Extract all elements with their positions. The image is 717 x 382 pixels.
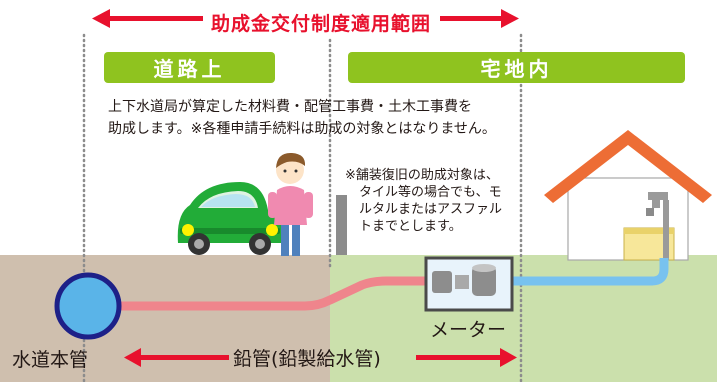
lead-pipe-arrow-right — [416, 348, 517, 367]
new-pipe-shape — [500, 258, 669, 286]
meter-box — [424, 256, 514, 312]
pavement-note: ※舗装復旧の助成対象は、 タイル等の場合でも、モ ルタルまたはアスファル トまで… — [345, 167, 505, 235]
pavement-note-line-3: ルタルまたはアスファル — [359, 202, 503, 217]
zone-residence-text: 宅地内 — [480, 57, 553, 81]
scope-arrow-right — [440, 9, 519, 28]
scope-title: 助成金交付制度適用範囲 — [210, 13, 431, 35]
description-line-1: 上下水道局が算定した材料費・配管工事費・土木工事費を — [108, 99, 472, 115]
house-illustration — [544, 130, 712, 261]
meter-label: メーター — [430, 319, 507, 341]
zone-road-label: 道路上 — [104, 52, 275, 83]
pavement-note-line-1: ※舗装復旧の助成対象は、 — [345, 168, 499, 183]
pavement-note-line-4: トまでとします。 — [359, 219, 462, 234]
ground-residence — [330, 255, 717, 382]
pavement-note-line-2: タイル等の場合でも、モ — [359, 185, 502, 200]
scope-arrow-left — [92, 9, 203, 28]
pavement-wall — [336, 195, 347, 255]
ground-road — [0, 255, 330, 382]
description-line-2: 助成します。※各種申請手続料は助成の対象とはなりません。 — [108, 121, 496, 137]
zone-residence-label: 宅地内 — [348, 52, 685, 83]
lead-pipe-arrow-left — [124, 348, 229, 367]
car-illustration — [177, 182, 284, 255]
lead-pipe-label: 鉛管(鉛製給水管) — [233, 348, 381, 370]
water-main-pipe — [54, 272, 122, 340]
lead-pipe-shape — [118, 276, 445, 311]
zone-road-text: 道路上 — [153, 57, 226, 81]
person-illustration — [268, 152, 313, 256]
water-main-label: 水道本管 — [12, 349, 89, 371]
